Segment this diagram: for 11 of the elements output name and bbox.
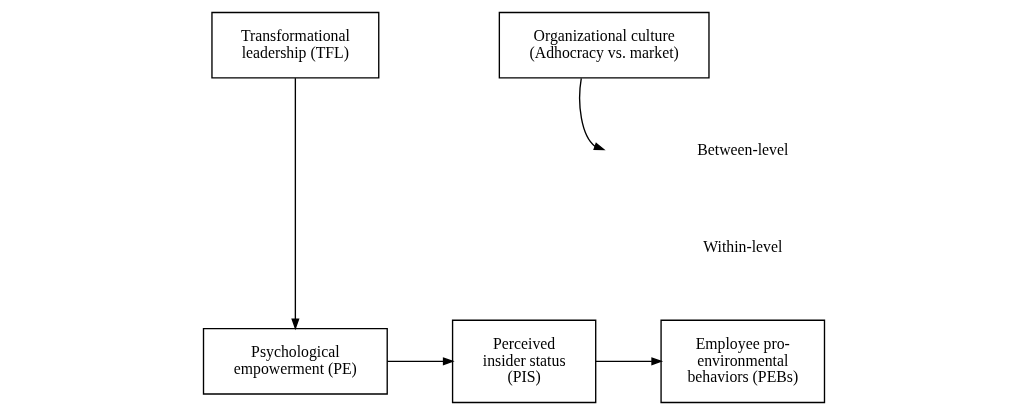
node-box: Organizational culture (Adhocracy vs. market) <box>498 11 710 79</box>
arrow <box>290 77 299 331</box>
label: Within-level <box>702 237 782 255</box>
label: Between-level <box>696 140 788 158</box>
node-box: Employee pro-environmental behaviors (PEBs) <box>659 319 825 404</box>
arrow <box>578 77 606 151</box>
node-box: Perceived insider status (PIS) <box>451 319 596 404</box>
node-box: Transformational leadership (TFL) <box>210 11 379 79</box>
arrow <box>594 357 663 366</box>
node-box: Psychological empowerment (PE) <box>202 327 388 395</box>
arrow <box>386 357 455 366</box>
